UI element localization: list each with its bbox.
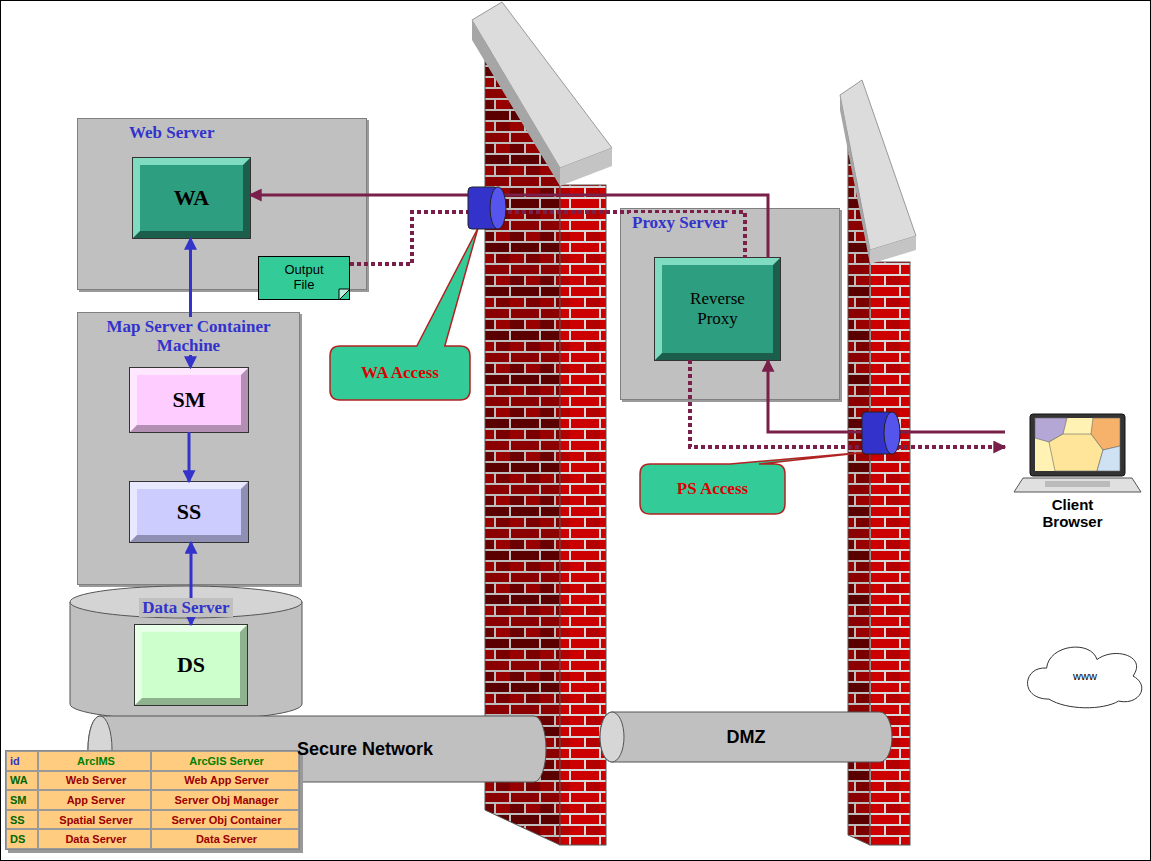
table-cell-text: ArcGIS Server: [189, 755, 264, 767]
table-cell-text: App Server: [67, 794, 126, 806]
legend-table: id ArcIMS ArcGIS ServerWA Web Server Web App…: [5, 750, 300, 850]
legend-cell: DS: [6, 829, 38, 849]
legend-cell: id: [6, 751, 38, 771]
component-box: SS: [130, 482, 248, 542]
legend-cell: SM: [6, 790, 38, 810]
component-box: DS: [135, 625, 247, 705]
legend-cell: Web App Server: [151, 771, 299, 791]
callout-box: PS Access: [640, 464, 785, 514]
title-holder: Web Server: [78, 123, 366, 142]
title-holder: Map Server Container Machine: [78, 317, 299, 355]
table-cell-text: Data Server: [196, 833, 257, 845]
legend-cell: ArcGIS Server: [151, 751, 299, 771]
server-title: Web Server: [126, 123, 217, 142]
component-box: SM: [130, 368, 248, 432]
callout-label: WA Access: [361, 363, 439, 383]
component-label: Reverse Proxy: [682, 289, 754, 330]
table-cell-text: Spatial Server: [59, 814, 132, 826]
response-connector: [350, 212, 745, 264]
server-box: Proxy ServerReverse Proxy: [620, 208, 840, 400]
title-holder: Proxy Server: [621, 213, 839, 232]
table-cell-text: ArcIMS: [77, 755, 115, 767]
server-title: Proxy Server: [629, 213, 731, 232]
callout-box: WA Access: [330, 346, 470, 400]
folded-corner: [339, 289, 350, 300]
request-connector: [190, 542, 193, 625]
request-connector: [189, 238, 192, 368]
table-cell-text: Data Server: [65, 833, 126, 845]
table-cell-text: WA: [10, 774, 28, 786]
firewall-cap-front: [560, 148, 612, 186]
map-region: [1097, 446, 1120, 471]
client-label: Client Browser: [1033, 496, 1113, 530]
component-label: DS: [177, 652, 205, 678]
legend-cell: Server Obj Container: [151, 810, 299, 830]
laptop-keys: [1045, 481, 1110, 487]
component-label: SM: [173, 387, 206, 413]
firewall-cap-front: [870, 236, 916, 264]
table-cell-text: Server Obj Manager: [175, 794, 279, 806]
cloud-outline: [1028, 647, 1142, 708]
request-connector: [188, 432, 191, 482]
client-computer: Client Browser: [1005, 412, 1140, 542]
component-label: WA: [174, 185, 209, 211]
legend-cell: Data Server: [151, 829, 299, 849]
firewall-cap-side: [840, 95, 870, 264]
cylinder-top: [70, 586, 302, 618]
firewall-cap-side: [472, 20, 560, 186]
firewall-front: [560, 185, 606, 845]
component-label: SS: [177, 499, 201, 525]
table-cell-text: DS: [10, 833, 25, 845]
band-end: [600, 712, 624, 762]
laptop-screen: [1035, 418, 1120, 471]
table-cell-text: SS: [10, 814, 25, 826]
map-region: [1049, 434, 1103, 471]
port-cylinder-end: [884, 412, 900, 454]
cloud-label: www: [1073, 670, 1097, 682]
band-label: DMZ: [727, 727, 766, 748]
table-cell-text: Server Obj Container: [171, 814, 281, 826]
label-holder: DMZ: [600, 712, 892, 762]
legend-cell: Data Server: [38, 829, 151, 849]
file-note: Output File: [258, 256, 350, 300]
component-box: Reverse Proxy: [655, 258, 780, 360]
internet-cloud: www: [1025, 643, 1145, 709]
laptop-lid: [1030, 414, 1125, 476]
band-label: Secure Network: [297, 739, 433, 760]
table-cell-text: SM: [10, 794, 27, 806]
component-box: WA: [133, 158, 250, 238]
label-holder: Client Browser: [1005, 496, 1140, 530]
legend-cell: Web Server: [38, 771, 151, 791]
proxy-connector: [250, 195, 768, 258]
cylinder-body: [70, 602, 302, 720]
network-band: DMZ: [600, 712, 892, 762]
callout-label: PS Access: [677, 479, 748, 499]
legend-cell: SS: [6, 810, 38, 830]
laptop-base: [1014, 478, 1141, 492]
port-cylinder-end: [490, 187, 506, 229]
legend-cell: Server Obj Manager: [151, 790, 299, 810]
legend-cell: Spatial Server: [38, 810, 151, 830]
band-body: [600, 712, 892, 762]
server-box: Web ServerWA Output File: [77, 118, 367, 290]
file-label: Output File: [274, 263, 334, 293]
legend-cell: App Server: [38, 790, 151, 810]
legend-cell: WA: [6, 771, 38, 791]
server-title: Map Server Container Machine: [103, 317, 274, 355]
table-cell-text: id: [10, 755, 20, 767]
table-cell-text: Web Server: [66, 774, 126, 786]
table-cell-text: Web App Server: [184, 774, 268, 786]
response-connector: [690, 360, 1005, 447]
callout-outline: [640, 452, 868, 514]
title-holder: Data Server: [70, 598, 302, 617]
database-cylinder: Data ServerDS: [70, 586, 302, 720]
callout-outline: [330, 228, 478, 400]
legend-cell: ArcIMS: [38, 751, 151, 771]
server-title: Data Server: [139, 598, 232, 617]
